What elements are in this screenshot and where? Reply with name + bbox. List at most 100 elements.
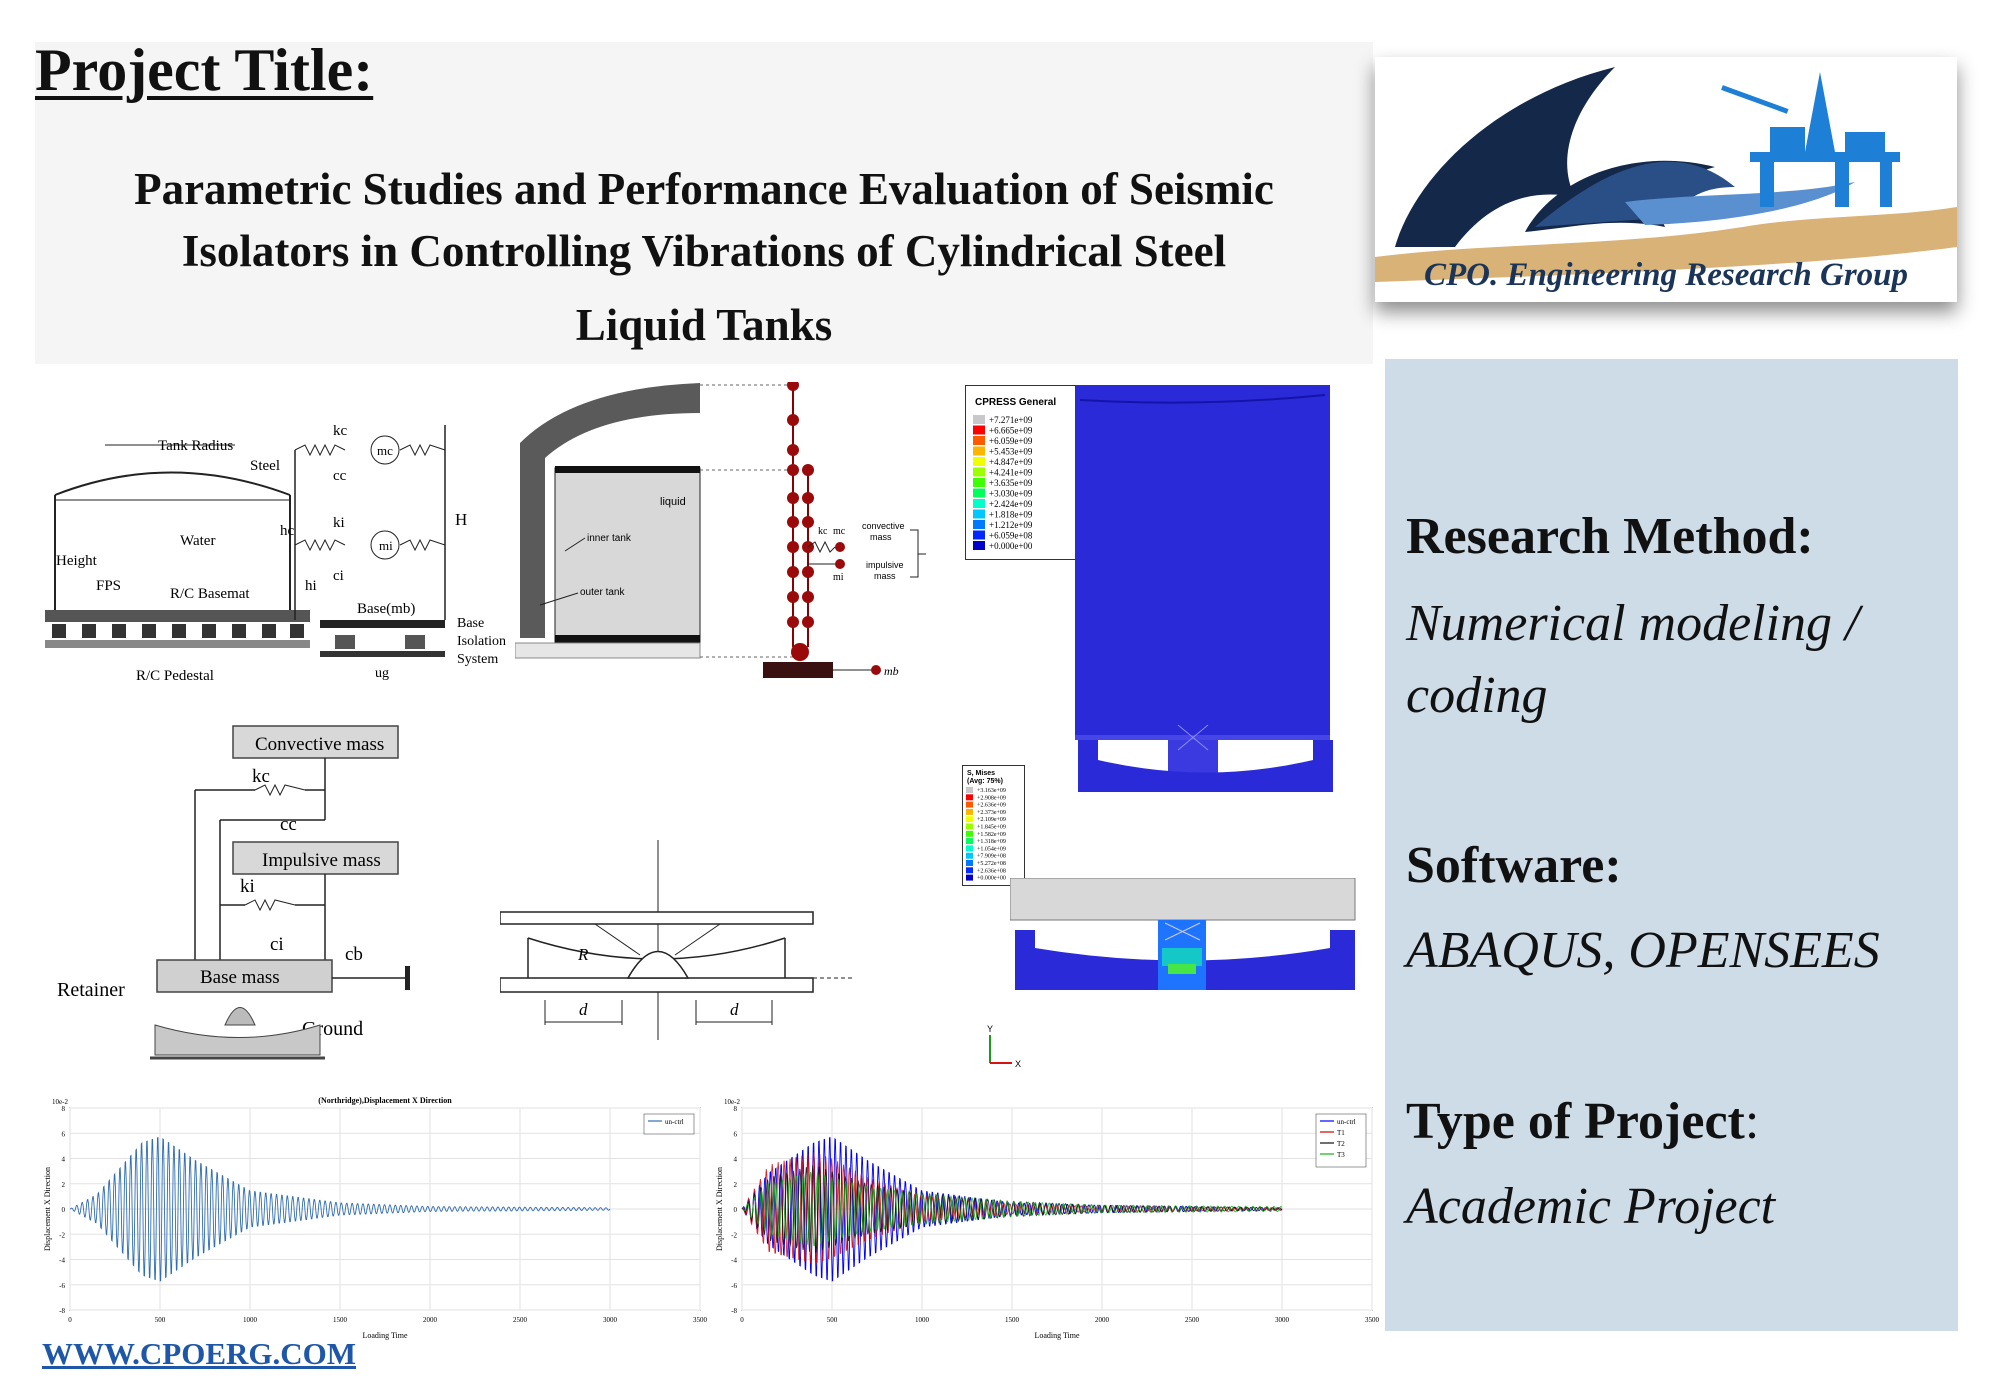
mises-title-1: S, Mises — [967, 770, 995, 777]
bearing-d-label-1: d — [579, 1000, 588, 1019]
legend-value: +2.908e+09 — [977, 795, 1006, 801]
legend-swatch — [973, 520, 985, 529]
legend-swatch — [966, 808, 973, 815]
base-mass-label-2: Base mass — [200, 967, 280, 988]
legend-value: +5.272e+08 — [977, 861, 1006, 867]
legend-value: +1.582e+09 — [977, 832, 1006, 838]
legend-value: +2.424e+09 — [989, 499, 1033, 509]
legend-swatch — [973, 436, 985, 445]
series-line-T3 — [741, 1172, 1283, 1247]
ci-label: ci — [333, 568, 344, 584]
legend-value: +3.030e+09 — [989, 489, 1033, 499]
x-tick-label: 2000 — [1095, 1316, 1110, 1324]
mm-cc-label: cc — [280, 814, 297, 835]
legend-entry: T1 — [1337, 1129, 1345, 1137]
x-tick-label: 2500 — [1185, 1316, 1200, 1324]
legend-value: +5.453e+09 — [989, 447, 1033, 457]
project-type-colon: : — [1744, 1093, 1760, 1150]
fe-base-pedestal — [1078, 740, 1333, 792]
x-tick-label: 3000 — [1275, 1316, 1290, 1324]
legend-swatch — [966, 816, 973, 823]
mc-label: mc — [377, 443, 393, 458]
axis-x-label: X — [1015, 1059, 1021, 1068]
y-scale-label: 10e-2 — [52, 1098, 68, 1106]
legend-value: +7.909e+08 — [977, 854, 1006, 860]
base-mass-label: Base(mb) — [357, 601, 415, 617]
x-tick-label: 500 — [827, 1316, 838, 1324]
stick-model-figure: kc mc mi convective mass impulsive mass … — [700, 382, 926, 678]
base-iso-label-1: Base — [457, 616, 484, 631]
legend-swatch — [966, 830, 973, 837]
spring-mass-schematic: kc mc cc ki mi ci hc hi H Base(mb) Base … — [280, 423, 506, 681]
base-iso-label-3: System — [457, 652, 498, 667]
y-tick-label: -2 — [731, 1231, 737, 1239]
legend-value: +1.818e+09 — [989, 510, 1033, 520]
x-tick-label: 3000 — [603, 1316, 618, 1324]
water-label: Water — [180, 533, 215, 549]
oil-platform-icon — [1721, 72, 1900, 207]
legend-value: +2.109e+09 — [977, 817, 1006, 823]
mm-kc-label: kc — [252, 766, 270, 787]
legend-swatch — [966, 874, 973, 881]
legend-value: +6.059e+08 — [989, 531, 1033, 541]
legend-value: +2.373e+09 — [977, 810, 1006, 816]
title-band — [35, 42, 1373, 364]
legend-value: +2.636e+09 — [977, 803, 1006, 809]
research-method-value: Numerical modeling / coding — [1406, 595, 1860, 724]
axis-triad: Y X — [987, 1024, 1021, 1068]
x-axis-label: Loading Time — [1034, 1331, 1080, 1340]
y-tick-label: -2 — [59, 1231, 65, 1239]
tank-radius-label: Tank Radius — [158, 438, 233, 454]
legend-swatch — [966, 838, 973, 845]
stick-kc-label: kc — [818, 526, 828, 537]
x-tick-label: 2000 — [423, 1316, 438, 1324]
convective-label-2: mass — [870, 532, 892, 542]
x-tick-label: 3500 — [693, 1316, 708, 1324]
legend-value: +6.059e+09 — [989, 436, 1033, 446]
inner-tank-label: inner tank — [587, 533, 632, 544]
y-tick-label: 6 — [62, 1130, 66, 1138]
x-tick-label: 1000 — [915, 1316, 930, 1324]
mm-ki-label: ki — [240, 876, 255, 897]
legend-value: +1.054e+09 — [977, 846, 1006, 852]
x-axis-label: Loading Time — [362, 1331, 408, 1340]
fps-label: FPS — [96, 578, 121, 594]
y-tick-label: 2 — [62, 1181, 66, 1189]
mm-cb-label: cb — [345, 944, 363, 965]
x-tick-label: 1500 — [333, 1316, 348, 1324]
legend-swatch — [966, 860, 973, 866]
chart-legend — [643, 1113, 695, 1135]
outer-tank-label: outer tank — [580, 587, 625, 598]
legend-swatch — [966, 801, 973, 808]
project-type-heading-line: Type of Project: — [1406, 1092, 1759, 1151]
software-value: ABAQUS, OPENSEES — [1406, 922, 1880, 979]
chart-legend — [1315, 1113, 1367, 1168]
y-tick-label: -4 — [731, 1257, 737, 1265]
y-tick-label: -6 — [59, 1282, 65, 1290]
mm-ci-label: ci — [270, 934, 284, 955]
y-tick-label: 8 — [62, 1105, 66, 1113]
y-tick-label: 8 — [734, 1105, 738, 1113]
legend-value: +1.212e+09 — [989, 520, 1033, 530]
website-link[interactable]: WWW.CPOERG.COM — [42, 1336, 357, 1371]
legend-entry: T2 — [1337, 1140, 1345, 1148]
series-line-un-ctrl — [69, 1136, 611, 1282]
retainer-label: Retainer — [57, 979, 125, 1001]
project-title-line-3: Liquid Tanks — [575, 300, 833, 350]
logo-graphic — [1375, 67, 1957, 282]
legend-swatch — [973, 488, 985, 498]
legend-swatch — [966, 823, 973, 830]
y-axis-label: Displacement X Direction — [43, 1167, 52, 1251]
H-label: H — [455, 510, 467, 529]
rc-pedestal-label: R/C Pedestal — [136, 668, 214, 684]
legend-swatch — [966, 845, 973, 852]
info-panel: Research Method: Numerical modeling / co… — [1385, 359, 1958, 1331]
legend-swatch — [973, 530, 985, 540]
legend-value: +3.163e+09 — [977, 788, 1006, 794]
project-title: Parametric Studies and Performance Evalu… — [35, 158, 1373, 356]
legend-swatch — [973, 415, 985, 424]
tank-isolation-figure: Tank Radius Steel Water Height FPS R/C B… — [45, 438, 310, 684]
software-heading: Software: — [1406, 837, 1622, 894]
y-tick-label: 2 — [734, 1181, 738, 1189]
